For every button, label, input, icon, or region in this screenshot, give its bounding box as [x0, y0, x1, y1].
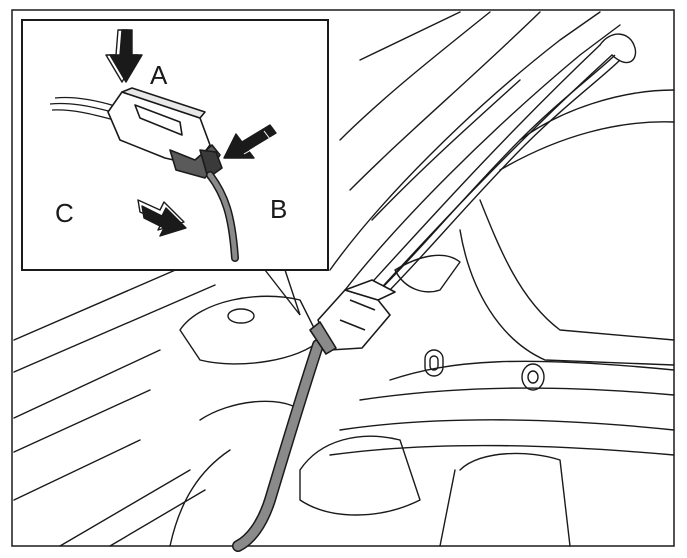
arrow-b-icon: [223, 124, 277, 159]
wire-harness: [232, 54, 621, 552]
inset-wires-right: [206, 171, 239, 262]
main-connector: [309, 279, 396, 355]
inset-wires-left: [49, 96, 116, 121]
callout-pointer: [264, 269, 301, 316]
arrow-a-icon: [105, 29, 143, 83]
callout-label-b: B: [270, 194, 287, 224]
detail-inset: A B C: [21, 19, 329, 271]
callout-label-a: A: [150, 60, 168, 90]
callout-label-c: C: [55, 198, 74, 228]
arrow-c-icon: [137, 199, 187, 237]
inset-connector: [107, 87, 223, 179]
